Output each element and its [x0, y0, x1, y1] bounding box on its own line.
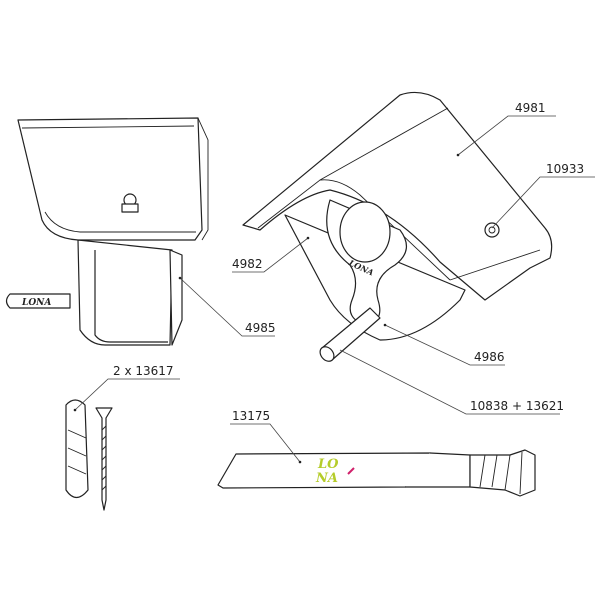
- screw: [95, 407, 113, 511]
- screw-10933-icon: [484, 222, 500, 238]
- dowel-left: [5, 293, 71, 309]
- strap-logo-line2: NA: [315, 471, 338, 486]
- wall-plug: [65, 399, 89, 499]
- label-4985: 4985: [245, 321, 276, 335]
- right-housing-assembly: LONA: [242, 91, 553, 362]
- label-13175: 13175: [232, 409, 270, 423]
- label-10838-13621: 10838 + 13621: [470, 399, 564, 413]
- label-4982: 4982: [232, 257, 263, 271]
- left-housing-assembly: LONA: [5, 117, 209, 346]
- label-13617: 2 x 13617: [113, 364, 174, 378]
- strap-logo-line1: LO: [317, 457, 339, 472]
- strap-buckle: [469, 449, 536, 497]
- label-4986: 4986: [474, 350, 505, 364]
- label-10933: 10933: [546, 162, 584, 176]
- callouts: 4981 10933 4982 4985 4986 10838 + 13621 …: [73, 101, 595, 464]
- wall-plug-and-screw: [65, 399, 113, 511]
- pin-logo-text: LONA: [21, 298, 51, 308]
- label-4981: 4981: [515, 101, 546, 115]
- strap-13175: LO NA: [217, 449, 536, 497]
